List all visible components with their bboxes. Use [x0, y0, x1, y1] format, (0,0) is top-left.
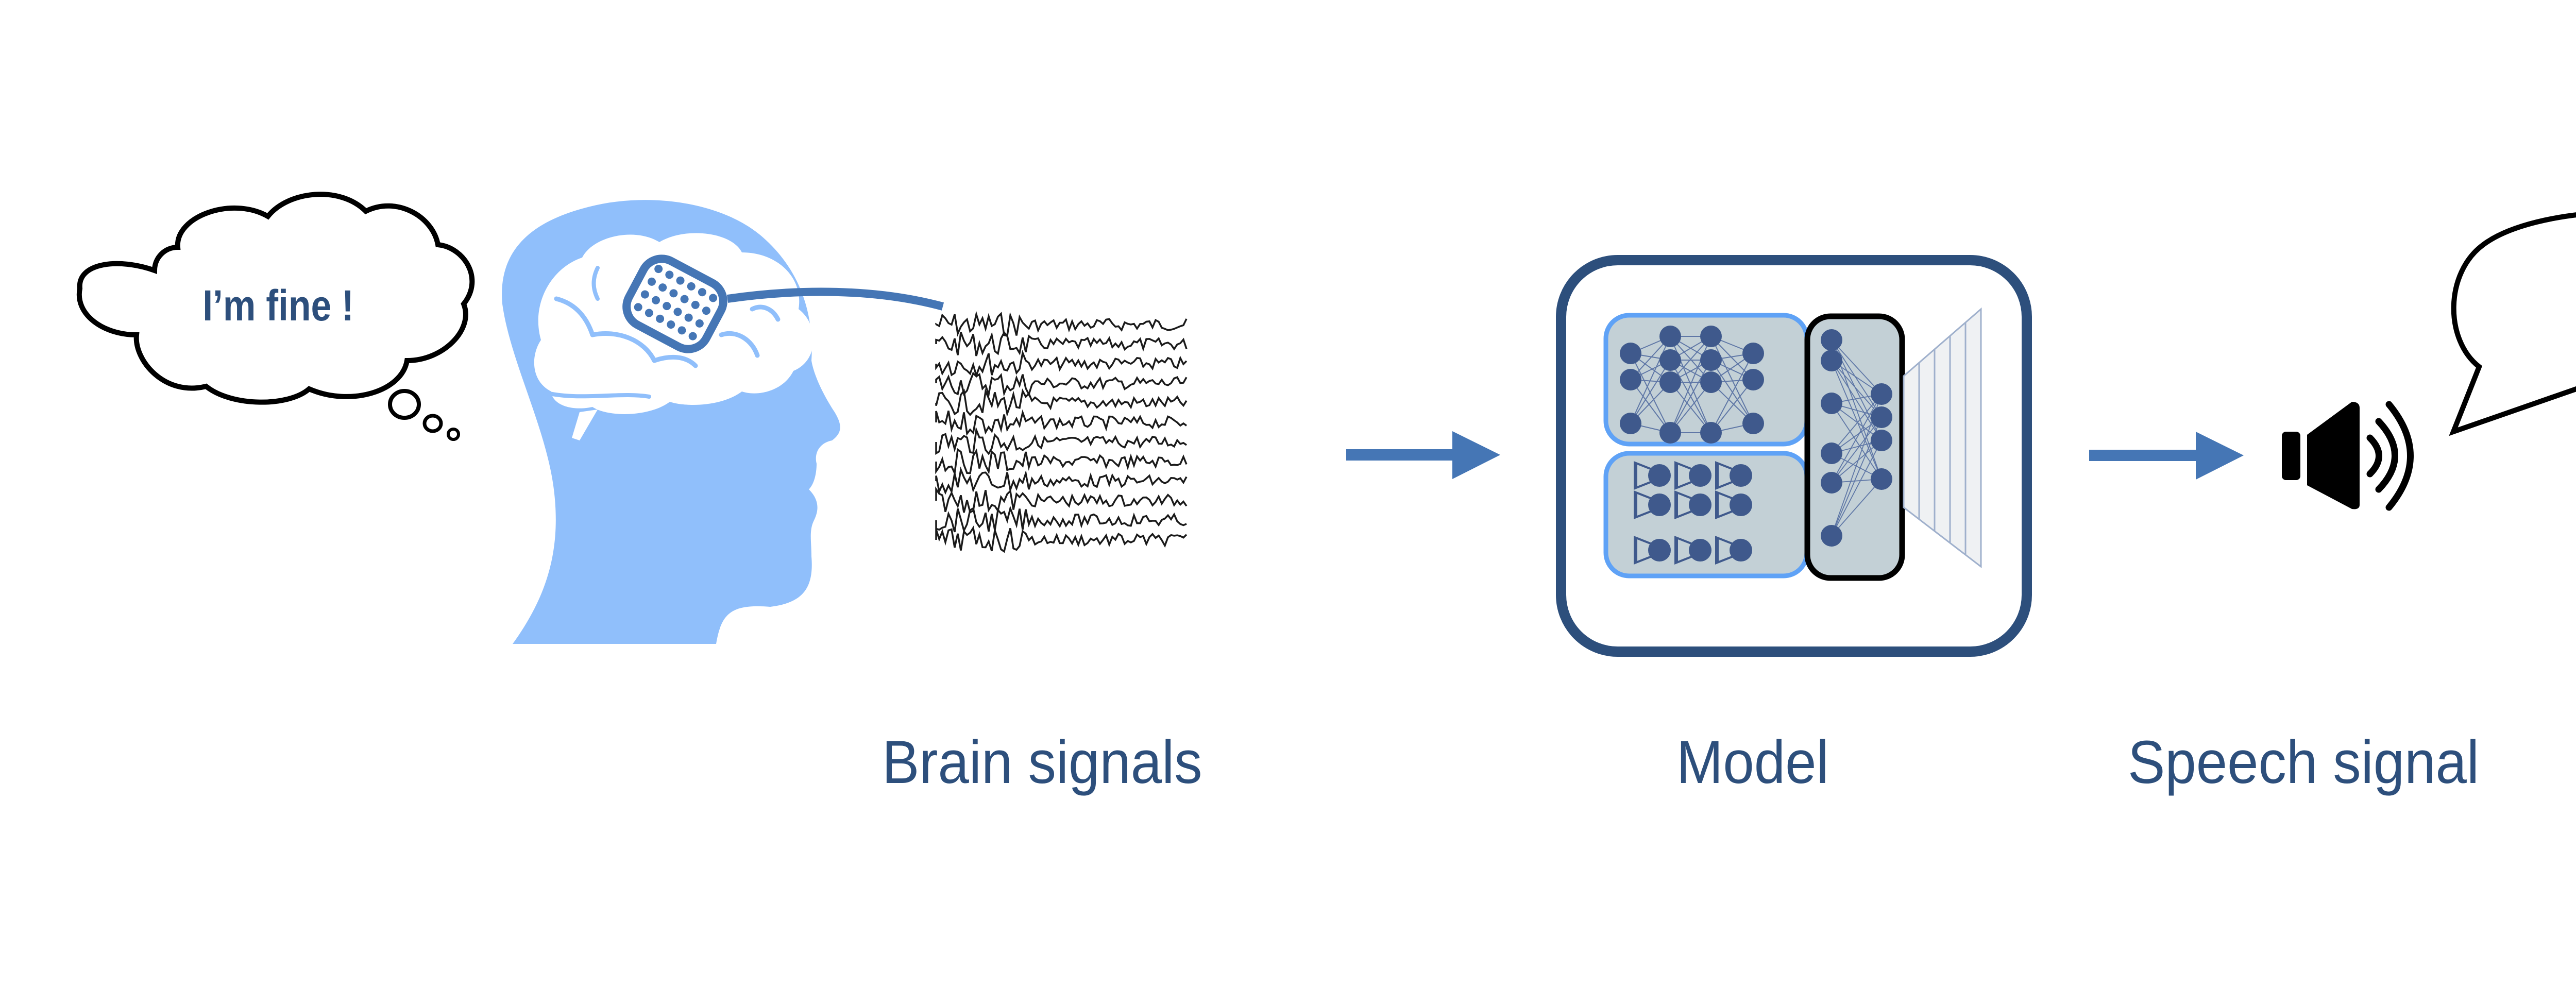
neuron	[1700, 422, 1722, 444]
conv-units	[1634, 463, 1752, 563]
neuron	[1742, 369, 1764, 390]
arrow-right-icon	[2089, 432, 2244, 480]
conv-kernel-bar	[1674, 492, 1678, 518]
neuron	[1821, 472, 1842, 494]
speech-bubble-text: I’m fine !	[2559, 281, 2576, 331]
signal-trace	[936, 411, 1187, 433]
speech-bubble-icon	[2453, 212, 2576, 432]
neuron	[1821, 350, 1842, 371]
neuron	[1648, 464, 1671, 487]
neuron	[1620, 369, 1641, 390]
speech-signal-label: Speech signal	[2128, 727, 2479, 797]
neuron	[1700, 371, 1722, 393]
neuron	[1821, 393, 1842, 414]
signal-trace	[936, 314, 1187, 336]
neuron	[1730, 539, 1752, 561]
model-box	[1561, 260, 2027, 652]
neuron	[1689, 464, 1711, 487]
conv-kernel-bar	[1674, 537, 1678, 563]
neuron	[1742, 343, 1764, 364]
neuron	[1730, 494, 1752, 516]
neuron	[1821, 329, 1842, 351]
signal-trace	[936, 391, 1187, 415]
thought-dot-medium	[425, 416, 441, 431]
brain-signal-traces	[936, 314, 1187, 552]
signal-trace	[936, 332, 1187, 356]
neuron	[1700, 349, 1722, 371]
neuron	[1689, 494, 1711, 516]
neuron	[1821, 525, 1842, 547]
neuron	[1871, 406, 1892, 428]
neuron	[1689, 539, 1711, 561]
signal-trace	[936, 373, 1187, 395]
neuron	[1659, 371, 1681, 393]
neuron	[1821, 443, 1842, 464]
conv-kernel-bar	[1634, 537, 1637, 563]
conv-kernel-bar	[1634, 463, 1637, 488]
signal-trace	[936, 470, 1187, 492]
neuron	[1742, 413, 1764, 434]
speaker-icon	[2282, 402, 2411, 509]
model-label: Model	[1676, 727, 1829, 797]
neuron	[1871, 468, 1892, 490]
conv-kernel-bar	[1715, 463, 1719, 488]
neuron	[1659, 326, 1681, 347]
head-silhouette-icon	[502, 200, 943, 644]
neuron	[1700, 326, 1722, 347]
neuron	[1659, 349, 1681, 371]
thought-dot-small	[448, 429, 459, 439]
signal-trace	[936, 528, 1187, 552]
conv-kernel-bar	[1715, 537, 1719, 563]
conv-kernel-bar	[1634, 492, 1637, 518]
brain-signals-label: Brain signals	[882, 727, 1202, 797]
thought-dot-large	[390, 391, 419, 418]
conv-kernel-bar	[1674, 463, 1678, 488]
neuron	[1730, 464, 1752, 487]
thought-bubble-text: I’m fine !	[187, 281, 370, 331]
neuron	[1648, 539, 1671, 561]
arrow-right-icon	[1346, 431, 1500, 479]
neuron	[1648, 494, 1671, 516]
conv-kernel-bar	[1715, 492, 1719, 518]
neuron	[1620, 343, 1641, 364]
neuron	[1659, 422, 1681, 444]
neuron	[1871, 430, 1892, 451]
neuron	[1620, 413, 1641, 434]
neuron	[1871, 383, 1892, 405]
signal-trace	[936, 353, 1187, 376]
